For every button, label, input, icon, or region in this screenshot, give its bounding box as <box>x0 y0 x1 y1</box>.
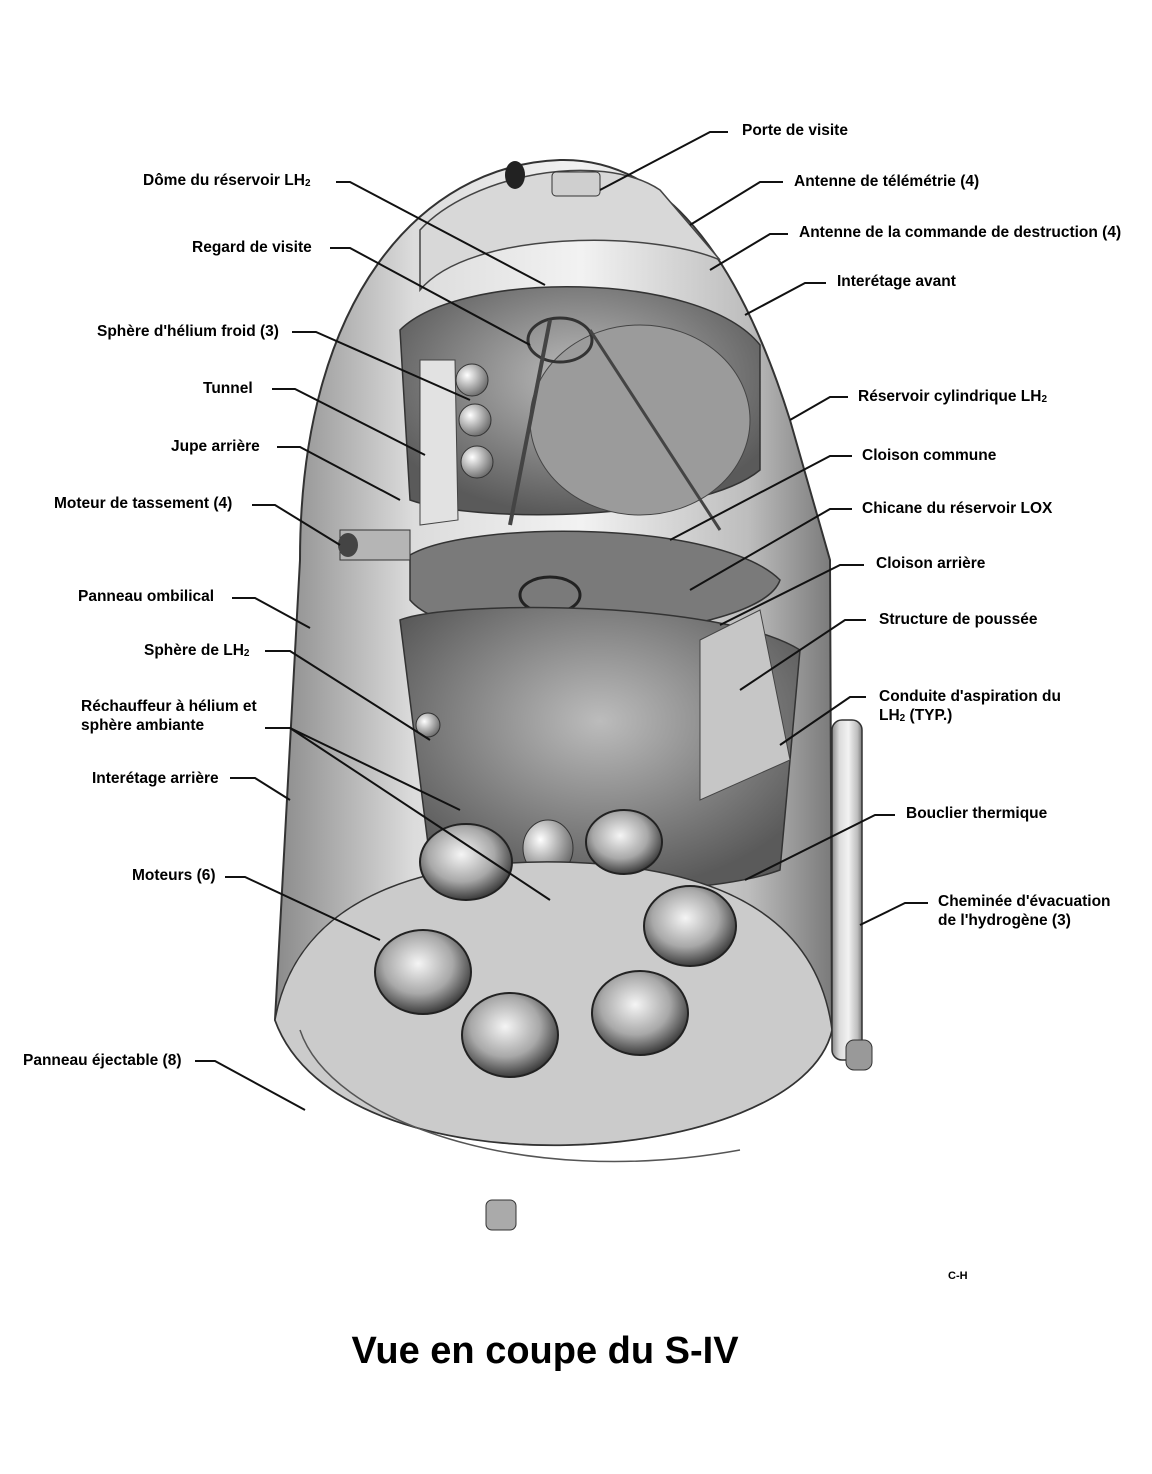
label-regard-de-visite: Regard de visite <box>192 239 312 256</box>
label-cloison-commune: Cloison commune <box>862 447 997 464</box>
leader-lines <box>195 131 928 1111</box>
label-panneau-ejectable: Panneau éjectable (8) <box>23 1052 182 1069</box>
label-panneau-ombilical: Panneau ombilical <box>78 588 215 605</box>
label-structure-de-poussee: Structure de poussée <box>879 611 1038 628</box>
stage-body <box>273 158 873 1231</box>
label-sphere-helium-froid: Sphère d'hélium froid (3) <box>97 323 279 340</box>
label-cloison-arriere: Cloison arrière <box>876 555 986 572</box>
label-porte-de-visite: Porte de visite <box>742 122 848 139</box>
label-reservoir-cylindrique-lh2: Réservoir cylindrique LH2 <box>858 388 1048 405</box>
label-moteur-de-tassement: Moteur de tassement (4) <box>54 495 233 512</box>
label-interetage-avant: Interétage avant <box>837 273 956 290</box>
label-dome-reservoir-lh2: Dôme du réservoir LH2 <box>143 172 311 189</box>
label-tunnel: Tunnel <box>203 380 253 397</box>
figure-title: Vue en coupe du S-IV <box>351 1330 739 1372</box>
label-interetage-arriere: Interétage arrière <box>92 770 219 787</box>
label-jupe-arriere: Jupe arrière <box>171 438 260 455</box>
label-chicane-reservoir-lox: Chicane du réservoir LOX <box>862 500 1053 517</box>
label-sphere-de-lh2: Sphère de LH2 <box>144 642 250 659</box>
label-antenne-telemetrie: Antenne de télémétrie (4) <box>794 173 980 190</box>
figure-code: C-H <box>948 1270 968 1282</box>
label-antenne-commande-destruction: Antenne de la commande de destruction (4… <box>799 224 1122 241</box>
label-moteurs: Moteurs (6) <box>132 867 216 884</box>
label-bouclier-thermique: Bouclier thermique <box>906 805 1048 822</box>
